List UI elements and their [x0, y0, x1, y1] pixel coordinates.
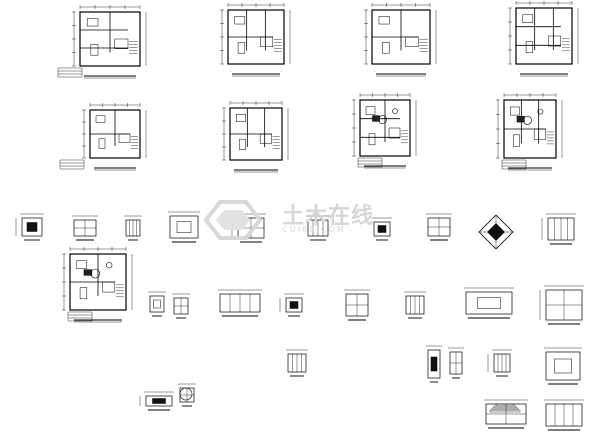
elevation-detail	[541, 213, 576, 245]
elevation-detail	[448, 347, 464, 379]
elevation-detail	[484, 399, 528, 429]
elevation-detail	[286, 349, 308, 377]
elevation-detail	[344, 289, 370, 321]
elevation-detail	[539, 285, 584, 325]
stair-section	[489, 403, 521, 413]
elevation-detail	[72, 215, 98, 241]
elevation-detail	[372, 217, 392, 241]
elevation-detail	[487, 349, 512, 377]
elevation-detail	[124, 215, 142, 241]
elevation-detail	[172, 293, 190, 319]
watermark-subtext: COI88.COM	[282, 225, 346, 234]
elevation-detail	[464, 287, 514, 319]
floor-plan	[496, 93, 563, 171]
elevation-detail	[15, 213, 44, 241]
watermark-text: 土木在线	[282, 204, 375, 229]
floor-plan	[352, 93, 417, 169]
elevation-detail	[426, 345, 442, 383]
elevation-detail	[306, 215, 330, 241]
floor-plan	[62, 247, 133, 323]
elevation-detail	[426, 213, 452, 241]
ceiling-detail	[478, 214, 514, 250]
section-circle	[179, 387, 193, 401]
floor-plan	[222, 101, 289, 173]
elevation-detail	[544, 347, 582, 385]
elevation-detail	[544, 399, 584, 431]
floor-plan	[220, 3, 291, 77]
elevation-detail	[168, 211, 200, 243]
elevation-detail	[404, 291, 426, 319]
watermark-logo	[203, 200, 263, 240]
floor-plan	[508, 1, 579, 77]
floor-plan	[59, 103, 147, 171]
floor-plan	[364, 3, 437, 77]
elevation-detail	[139, 391, 174, 411]
elevation-detail	[218, 289, 262, 317]
elevation-detail	[148, 291, 166, 317]
elevation-detail	[178, 383, 196, 407]
floor-plan	[57, 5, 147, 79]
elevation-detail	[279, 293, 304, 317]
